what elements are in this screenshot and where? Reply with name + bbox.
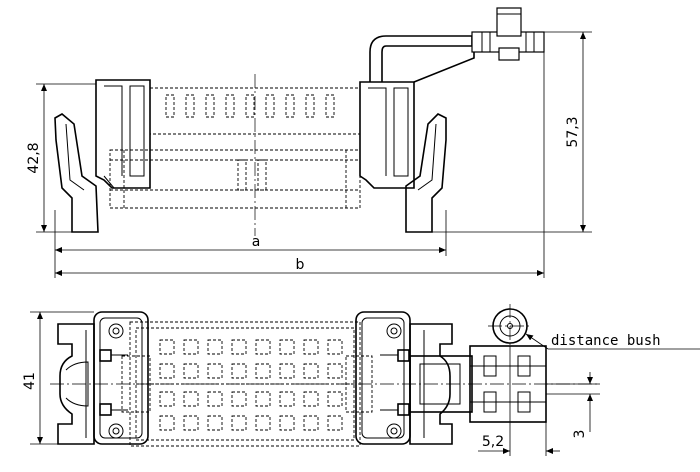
top-insert-contacts <box>121 321 373 447</box>
distance-bush-label: distance bush <box>551 333 661 349</box>
dim-offset-bush-label: 5,2 <box>482 434 504 450</box>
front-view: 42,8 57,3 a b <box>26 7 592 278</box>
front-hidden-inserts <box>109 87 361 209</box>
front-pipe-fitting <box>471 7 545 61</box>
dim-offset-small: 3 <box>546 372 600 438</box>
top-left-housing <box>93 311 149 445</box>
dim-width-a: a <box>55 234 446 253</box>
front-extension-lines <box>36 31 592 278</box>
dim-depth-label: 41 <box>22 372 38 390</box>
front-left-housing <box>95 79 151 189</box>
dim-offset-bush: 5,2 <box>478 434 560 454</box>
dim-height-left: 42,8 <box>26 84 47 232</box>
dim-width-a-label: a <box>252 234 261 250</box>
distance-bush-callout: distance bush <box>525 333 700 350</box>
dim-width-b-label: b <box>296 257 305 273</box>
front-left-lever <box>54 113 99 233</box>
dim-offset-small-label: 3 <box>572 430 588 439</box>
dim-depth: 41 <box>22 311 94 445</box>
front-right-housing <box>359 35 475 189</box>
top-view: distance bush 41 3 5,2 <box>22 304 700 456</box>
dim-width-b: b <box>55 257 544 276</box>
top-right-housing <box>355 311 411 445</box>
dim-height-right: 57,3 <box>565 32 586 232</box>
dim-height-left-label: 42,8 <box>26 142 42 173</box>
dim-height-right-label: 57,3 <box>565 116 581 147</box>
front-right-lever <box>405 113 447 233</box>
top-left-lever <box>57 323 95 445</box>
